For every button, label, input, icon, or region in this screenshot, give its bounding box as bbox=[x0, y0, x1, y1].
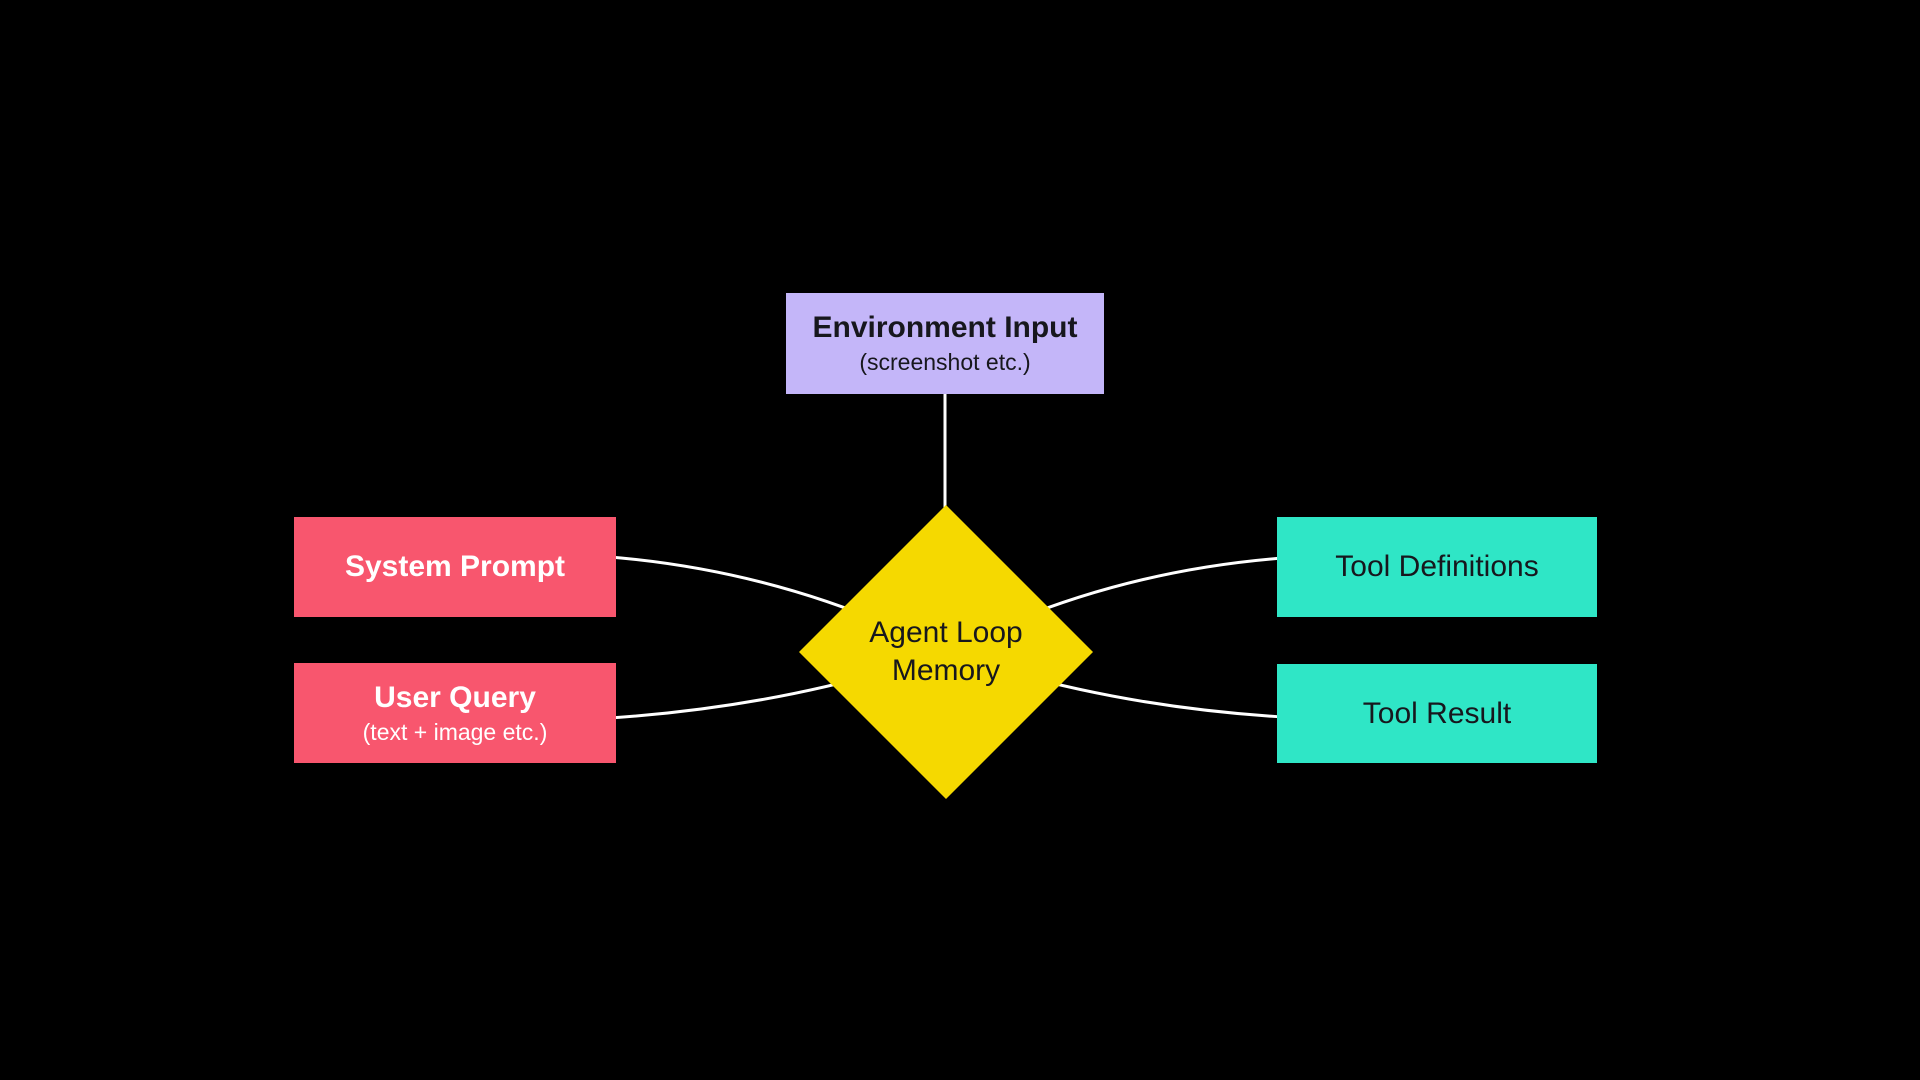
system-prompt-node: System Prompt bbox=[294, 517, 616, 617]
user-query-subtitle: (text + image etc.) bbox=[362, 718, 548, 745]
tool-definitions-node: Tool Definitions bbox=[1277, 517, 1597, 617]
agent-loop-memory-diamond bbox=[799, 505, 1093, 799]
environment-input-subtitle: (screenshot etc.) bbox=[859, 349, 1031, 376]
tool-result-title: Tool Result bbox=[1362, 696, 1512, 730]
agent-loop-memory-title-line1: Agent Loop bbox=[869, 616, 1023, 649]
agent-loop-memory-node: Agent Loop Memory bbox=[799, 505, 1093, 799]
system-prompt-title: System Prompt bbox=[344, 550, 566, 583]
user-query-node: User Query (text + image etc.) bbox=[294, 663, 616, 763]
tool-definitions-title: Tool Definitions bbox=[1335, 550, 1539, 583]
environment-input-node: Environment Input (screenshot etc.) bbox=[786, 293, 1104, 394]
agent-loop-memory-title-line2: Memory bbox=[891, 654, 1001, 687]
tool-result-node: Tool Result bbox=[1277, 664, 1597, 763]
environment-input-title: Environment Input bbox=[812, 311, 1078, 345]
user-query-title: User Query bbox=[374, 680, 536, 714]
